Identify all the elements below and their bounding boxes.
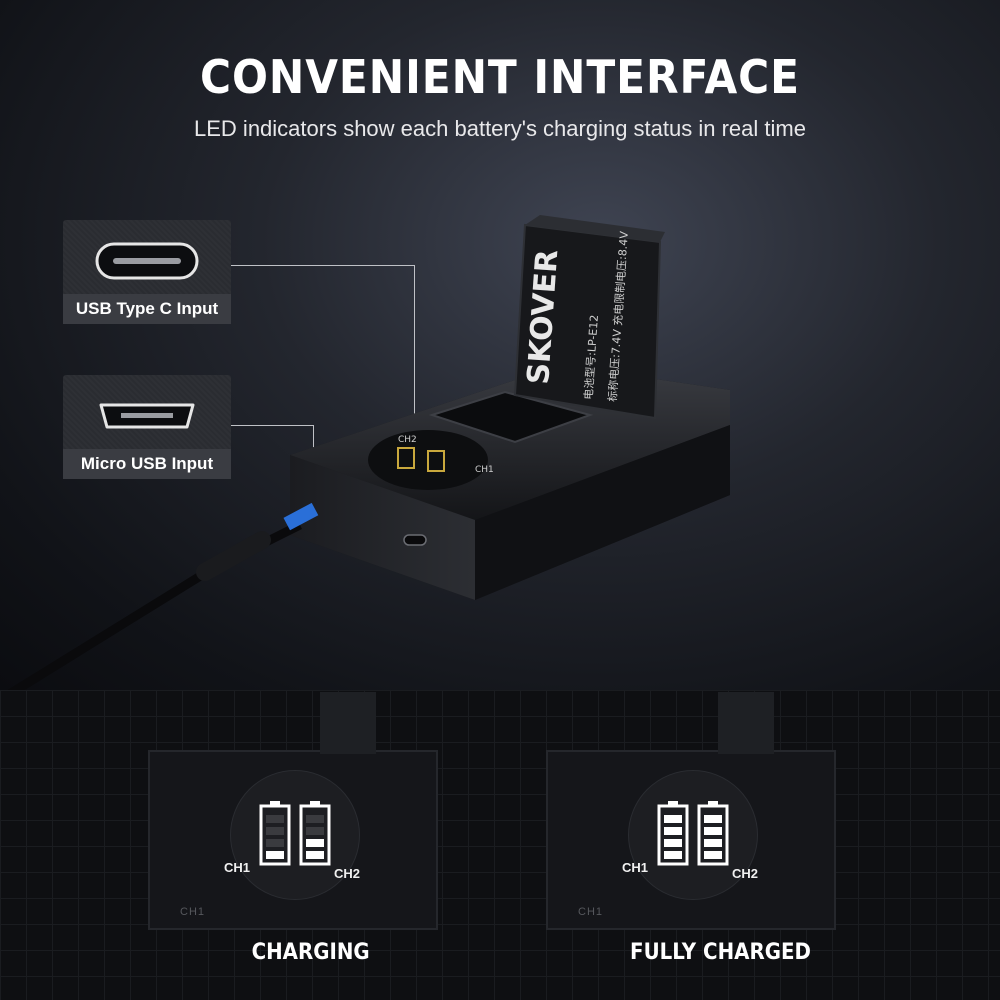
page-title: CONVENIENT INTERFACE (200, 50, 800, 104)
led-display (628, 770, 758, 900)
led-bar (704, 839, 722, 847)
cable-plug (196, 531, 271, 581)
led-bar (664, 815, 682, 823)
charger-ch1-label: CH1 (475, 465, 494, 475)
led-bar (266, 839, 284, 847)
charger-ch2-label: CH2 (398, 435, 417, 445)
led-bar (266, 827, 284, 835)
battery-spec-1: 电池型号:LP-E12 (581, 314, 601, 400)
panel-cable (718, 692, 774, 754)
usb-c-port-icon (95, 242, 199, 280)
ch1-battery-icon (657, 801, 689, 866)
micro-usb-port-label: Micro USB Input (63, 449, 231, 479)
ch1-label: CH1 (622, 860, 649, 875)
ch2-label: CH2 (732, 866, 759, 881)
led-bar (266, 851, 284, 859)
charging-caption: CHARGING (251, 940, 370, 965)
charger-illustration: SKOVER 电池型号:LP-E12 标称电压:7.4V 充电限制电压:8.4V… (7, 215, 730, 690)
led-display (230, 770, 360, 900)
panel-cable (320, 692, 376, 754)
led-battery-icons (657, 801, 729, 866)
charging-panel: CH1 CH2 CH1 (148, 692, 438, 930)
ch2-battery-icon (299, 801, 331, 866)
status-comparison: CH1 CH2 CH1 CHARGING CH1 CH2 CH1 FULLY C… (0, 690, 1000, 1000)
led-bar (664, 851, 682, 859)
led-bar (306, 827, 324, 835)
led-bar (704, 827, 722, 835)
led-bar (306, 851, 324, 859)
led-bar (664, 839, 682, 847)
ch1-corner-label: CH1 (578, 906, 604, 918)
led-bar (266, 815, 284, 823)
led-bar (704, 815, 722, 823)
micro-usb-port-card: Micro USB Input (63, 375, 231, 479)
fully-charged-panel: CH1 CH2 CH1 (546, 692, 836, 930)
led-bar (306, 815, 324, 823)
cable-tip (283, 502, 319, 531)
ch1-battery-icon (259, 801, 291, 866)
micro-usb-port-icon (99, 403, 195, 429)
led-battery-icons (259, 801, 331, 866)
usb-c-port-label: USB Type C Input (63, 294, 231, 324)
ch1-corner-label: CH1 (180, 906, 206, 918)
ch2-battery-icon (697, 801, 729, 866)
led-bar (664, 827, 682, 835)
fully-charged-caption: FULLY CHARGED (630, 940, 811, 965)
usb-c-callout-line (231, 265, 415, 541)
led-bar (306, 839, 324, 847)
ch2-label: CH2 (334, 866, 361, 881)
page-subtitle: LED indicators show each battery's charg… (194, 116, 806, 141)
led-bar (704, 851, 722, 859)
usb-c-port-card: USB Type C Input (63, 220, 231, 324)
hero-section: CONVENIENT INTERFACE LED indicators show… (0, 0, 1000, 690)
ch1-label: CH1 (224, 860, 251, 875)
